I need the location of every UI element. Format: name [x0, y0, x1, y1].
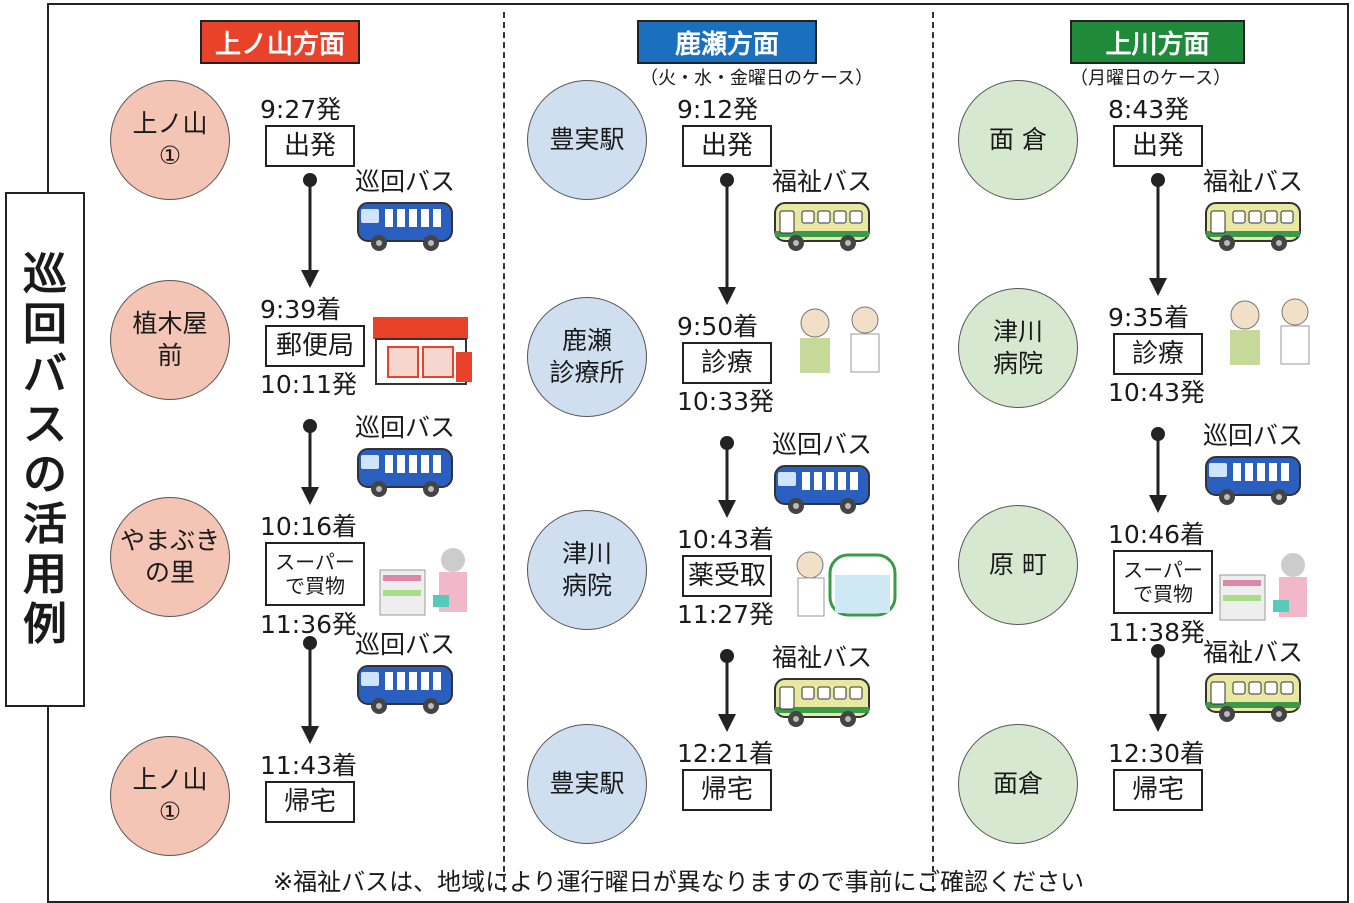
stop-circle: 豊実駅: [527, 724, 647, 844]
stop-circle: 津川 病院: [958, 288, 1078, 408]
side-title-char: 巡: [23, 248, 67, 300]
route-arrow: [718, 649, 736, 732]
activity-box: 出発: [265, 125, 355, 167]
departure-time: 10:11発: [260, 370, 358, 399]
route-arrow: [301, 419, 319, 505]
activity-box: スーパー で買物: [265, 542, 365, 606]
welfare-bus-icon: [1205, 202, 1301, 251]
column-note: （火・水・金曜日のケース）: [640, 68, 874, 89]
vehicle-label: 巡回バス: [772, 430, 873, 459]
stop-circle: 上ノ山 ①: [110, 80, 230, 200]
route-arrow: [718, 436, 736, 518]
arrival-time: 11:43着: [260, 751, 358, 780]
doctor-patient-icon: [1230, 298, 1310, 365]
patrol-bus-icon: [774, 465, 870, 514]
footnote: ※福祉バスは、地域により運行曜日が異なりますので事前にご確認ください: [273, 868, 1085, 896]
stop-circle: 植木屋 前: [110, 280, 230, 400]
stop-circle: 面 倉: [958, 80, 1078, 200]
side-title-char: ス: [23, 398, 67, 450]
activity-box: 診療: [682, 342, 772, 384]
column-header: 上ノ山方面: [200, 20, 360, 64]
patrol-bus-icon: [1205, 456, 1301, 505]
arrival-time: 10:43着: [677, 525, 775, 554]
column-divider: [932, 12, 934, 892]
departure-time: 11:27発: [677, 600, 775, 629]
side-title-char: バ: [23, 348, 67, 400]
column-divider: [503, 12, 505, 892]
departure-time: 10:33発: [677, 387, 775, 416]
side-title-char: 例: [23, 598, 67, 650]
shopping-icon: [379, 548, 467, 616]
activity-box: 診療: [1113, 333, 1203, 375]
vehicle-label: 福祉バス: [772, 643, 873, 672]
vehicle-label: 福祉バス: [772, 167, 873, 196]
column-header: 上川方面: [1070, 20, 1245, 64]
arrival-time: 9:50着: [677, 312, 759, 341]
doctor-patient-icon: [800, 306, 880, 373]
vehicle-label: 巡回バス: [355, 413, 456, 442]
side-title-char: の: [23, 448, 67, 500]
side-title-char: 活: [23, 498, 67, 550]
vehicle-label: 巡回バス: [355, 630, 456, 659]
arrival-time: 8:43発: [1108, 95, 1190, 124]
route-arrow: [301, 173, 319, 288]
activity-box: スーパー で買物: [1113, 550, 1213, 614]
activity-box: 出発: [1113, 125, 1203, 167]
vehicle-label: 福祉バス: [1203, 638, 1304, 667]
activity-box: 薬受取: [682, 555, 772, 597]
side-title-char: 用: [23, 548, 67, 600]
activity-box: 帰宅: [265, 781, 355, 823]
shopping-icon: [1219, 553, 1307, 621]
activity-box: 帰宅: [1113, 769, 1203, 811]
vehicle-label: 巡回バス: [355, 167, 456, 196]
vehicle-label: 福祉バス: [1203, 167, 1304, 196]
activity-box: 郵便局: [265, 325, 365, 367]
route-arrow: [718, 173, 736, 305]
activity-box: 帰宅: [682, 769, 772, 811]
stop-circle: やまぶき の里: [110, 497, 230, 617]
arrival-time: 9:27発: [260, 95, 342, 124]
arrival-time: 10:16着: [260, 512, 358, 541]
welfare-bus-icon: [774, 678, 870, 727]
side-title-char: 回: [23, 298, 67, 350]
arrival-time: 9:12発: [677, 95, 759, 124]
patrol-bus-icon: [357, 665, 453, 714]
stop-circle: 豊実駅: [527, 80, 647, 200]
column-note: （月曜日のケース）: [1070, 68, 1232, 89]
stop-circle: 原 町: [958, 505, 1078, 625]
stop-circle: 面倉: [958, 724, 1078, 844]
stop-circle: 鹿瀬 診療所: [527, 297, 647, 417]
arrival-time: 10:46着: [1108, 520, 1206, 549]
patrol-bus-icon: [357, 202, 453, 251]
departure-time: 10:43発: [1108, 378, 1206, 407]
route-arrow: [1149, 644, 1167, 732]
route-arrow: [301, 636, 319, 744]
arrival-time: 12:21着: [677, 739, 775, 768]
activity-box: 出発: [682, 125, 772, 167]
patrol-bus-icon: [357, 448, 453, 497]
post-office-icon: [373, 317, 472, 385]
route-arrow: [1149, 427, 1167, 513]
welfare-bus-icon: [774, 202, 870, 251]
route-arrow: [1149, 173, 1167, 296]
departure-time: 11:38発: [1108, 618, 1206, 647]
departure-time: 11:36発: [260, 610, 358, 639]
stop-circle: 上ノ山 ①: [110, 736, 230, 856]
column-header: 鹿瀬方面: [637, 20, 817, 64]
pharmacy-icon: [796, 551, 897, 617]
arrival-time: 9:35着: [1108, 303, 1190, 332]
arrival-time: 12:30着: [1108, 739, 1206, 768]
vehicle-label: 巡回バス: [1203, 421, 1304, 450]
side-title: 巡 回 バ ス の 活 用 例: [5, 192, 85, 707]
welfare-bus-icon: [1205, 673, 1301, 722]
stop-circle: 津川 病院: [527, 510, 647, 630]
arrival-time: 9:39着: [260, 295, 342, 324]
